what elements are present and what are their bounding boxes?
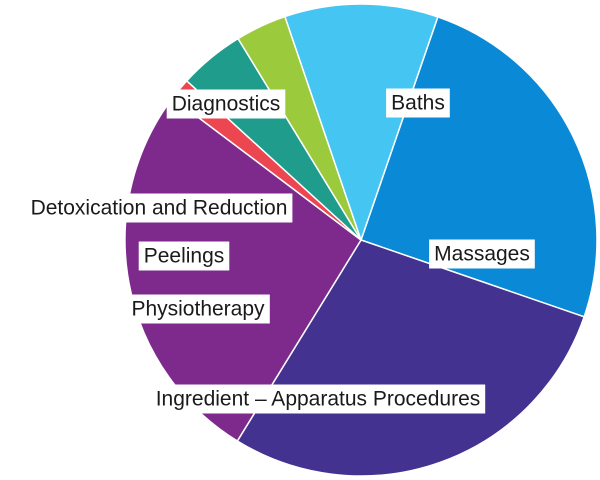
pie-label-text: Peelings: [144, 245, 225, 268]
pie-label-text: Detoxication and Reduction: [31, 197, 288, 220]
pie-label-text: Ingredient – Apparatus Procedures: [156, 388, 481, 411]
pie-label-peelings: Peelings: [138, 241, 230, 271]
pie-label-text: Baths: [391, 92, 445, 115]
pie-label-diagnostics: Diagnostics: [166, 89, 286, 119]
pie-label-text: Massages: [434, 243, 530, 266]
pie-label-massages: Massages: [429, 239, 535, 269]
pie-label-baths: Baths: [386, 88, 450, 118]
pie-label-text: Physiotherapy: [131, 298, 265, 321]
pie-label-background: [386, 88, 450, 118]
pie-slice-massages: [236, 239, 585, 477]
pie-label-ingredient-apparatus-procedures: Ingredient – Apparatus Procedures: [150, 384, 486, 414]
pie-label-background: [138, 241, 230, 271]
pie-label-physiotherapy: Physiotherapy: [126, 294, 270, 324]
pie-label-background: [429, 239, 535, 269]
pie-slices: [124, 3, 598, 477]
pie-label-background: [25, 193, 293, 223]
pie-slice-diagnostics: [284, 3, 439, 241]
pie-label-background: [126, 294, 270, 324]
pie-label-text: Diagnostics: [172, 93, 281, 116]
pie-label-background: [166, 89, 286, 119]
pie-label-detoxication-and-reduction: Detoxication and Reduction: [25, 193, 293, 223]
pie-label-background: [150, 384, 486, 414]
